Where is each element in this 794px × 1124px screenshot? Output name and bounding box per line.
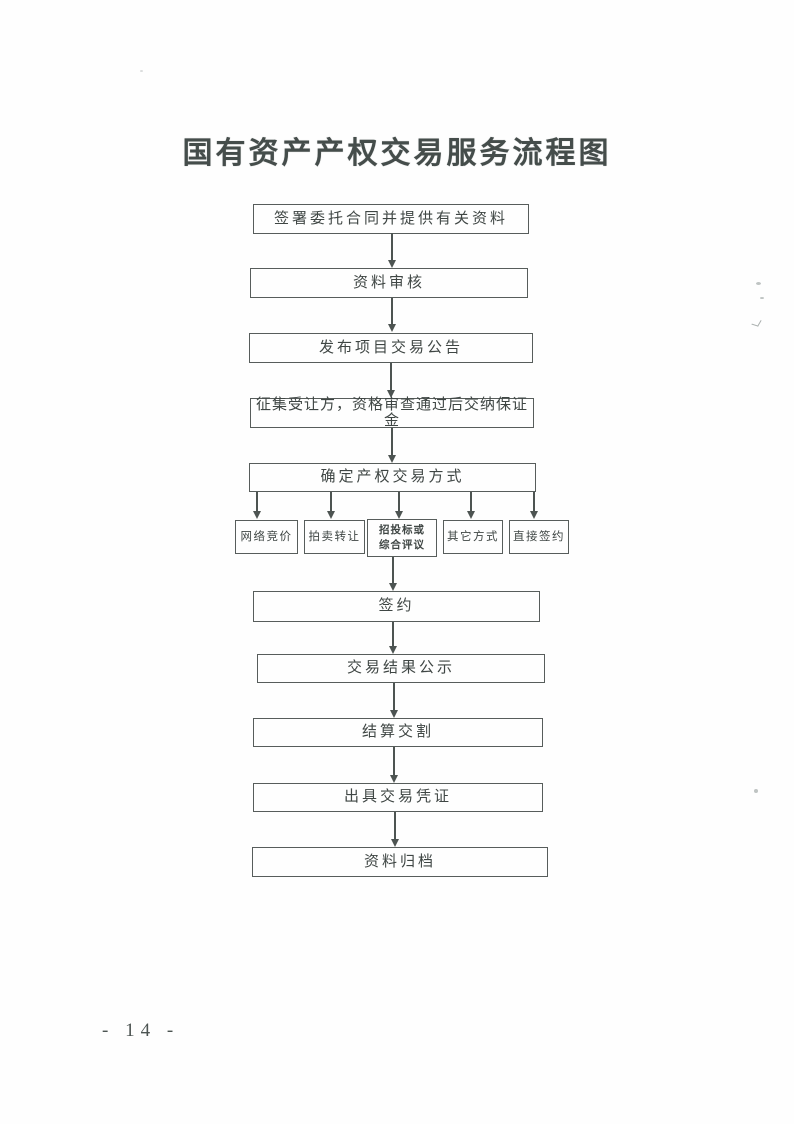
branch-down-arrow <box>252 492 262 519</box>
down-arrow <box>389 683 399 718</box>
flow-box-publish-announcement: 发布项目交易公告 <box>249 333 533 363</box>
flow-box-issue-voucher: 出具交易凭证 <box>253 783 543 812</box>
branch-down-arrow <box>466 492 476 519</box>
down-arrow <box>387 233 397 268</box>
down-arrow <box>387 428 397 463</box>
down-arrow <box>387 298 397 332</box>
branch-box-label: 直接签约 <box>513 530 565 543</box>
branch-box-tender-or-evaluation: 招投标或 综合评议 <box>367 519 437 557</box>
flow-box-signing: 签约 <box>253 591 540 622</box>
flow-box-determine-method: 确定产权交易方式 <box>249 463 536 492</box>
flow-box-label: 确定产权交易方式 <box>320 469 465 486</box>
branch-down-arrow <box>394 492 404 519</box>
branch-box-auction-transfer: 拍卖转让 <box>304 520 365 554</box>
flow-box-sign-contract: 签署委托合同并提供有关资料 <box>253 204 529 234</box>
down-arrow <box>389 747 399 783</box>
flow-box-solicit-transferee: 征集受让方，资格审查通过后交纳保证金 <box>250 396 534 430</box>
branch-box-label-line2: 综合评议 <box>379 540 425 551</box>
branch-down-arrow <box>326 492 336 519</box>
branch-box-label: 拍卖转让 <box>308 530 361 543</box>
page-number: - 14 - <box>102 1020 180 1041</box>
flow-box-label: 出具交易凭证 <box>343 789 452 806</box>
flow-box-label: 签署委托合同并提供有关资料 <box>273 210 508 227</box>
branch-box-direct-signing: 直接签约 <box>509 520 569 554</box>
flow-box-archive: 资料归档 <box>252 847 548 877</box>
page-title: 国有资产产权交易服务流程图 <box>182 137 612 170</box>
branch-box-label-line1: 招投标或 <box>379 524 425 536</box>
flow-box-label: 交易结果公示 <box>346 660 455 677</box>
scan-speck <box>760 297 764 299</box>
down-arrow <box>386 363 396 398</box>
down-arrow <box>390 812 400 847</box>
flow-box-material-review: 资料审核 <box>250 268 528 298</box>
branch-box-label: 网络竞价 <box>240 530 293 543</box>
flow-box-result-publicity: 交易结果公示 <box>257 654 545 683</box>
branch-box-online-bidding: 网络竞价 <box>235 520 298 554</box>
scan-squiggle <box>751 318 762 327</box>
down-arrow <box>388 557 398 591</box>
scan-speck <box>140 70 143 72</box>
flow-box-label: 结算交割 <box>361 724 434 741</box>
branch-box-other-method: 其它方式 <box>443 520 503 554</box>
flow-box-label: 签约 <box>378 598 415 615</box>
flow-box-settlement: 结算交割 <box>253 718 543 747</box>
scan-speck <box>756 282 761 285</box>
branch-box-label: 其它方式 <box>447 530 499 543</box>
flow-box-label: 资料审核 <box>352 274 425 291</box>
flow-box-label: 征集受让方，资格审查通过后交纳保证金 <box>255 396 528 430</box>
flow-box-label: 发布项目交易公告 <box>318 339 463 356</box>
flow-box-label: 资料归档 <box>363 853 436 870</box>
down-arrow <box>388 622 398 654</box>
scan-speck <box>754 789 758 793</box>
branch-down-arrow <box>529 492 539 519</box>
